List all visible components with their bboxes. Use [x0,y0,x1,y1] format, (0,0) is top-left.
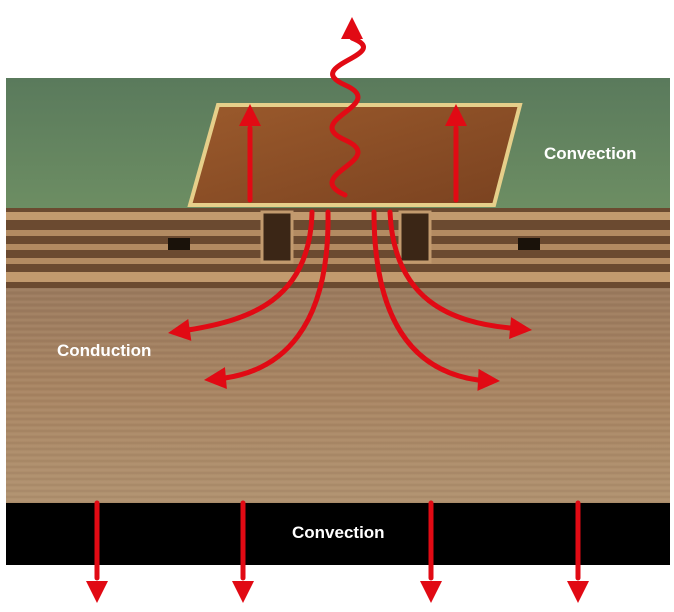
arrow-left-icon [168,319,192,341]
arrow-down-icon [420,581,442,603]
heat-wave-arrow-line [329,35,366,198]
arrow-down-icon [232,581,254,603]
board-base [6,503,670,565]
arrow-group [86,17,589,603]
arrow-left-icon [204,367,227,390]
wavy-arrow-icon [341,17,363,39]
conduction-arrow-left-lower-line [222,209,331,381]
arrow-up-icon [239,104,261,126]
arrow-down-icon [567,581,589,603]
conduction-arrow-left-upper-line [185,209,315,333]
conduction-label: Conduction [57,341,152,360]
arrow-right-icon [477,368,500,391]
conduction-arrow-right-upper-line [387,209,513,331]
conduction-arrow-right-lower-line [371,209,481,383]
pcb-layers [6,208,670,288]
substrate-texture [6,285,670,503]
arrow-right-icon [509,317,532,340]
arrow-down-icon [86,581,108,603]
convection-top-label: Convection [544,144,637,163]
convection-bottom-label: Convection [292,523,385,542]
arrow-up-icon [445,104,467,126]
